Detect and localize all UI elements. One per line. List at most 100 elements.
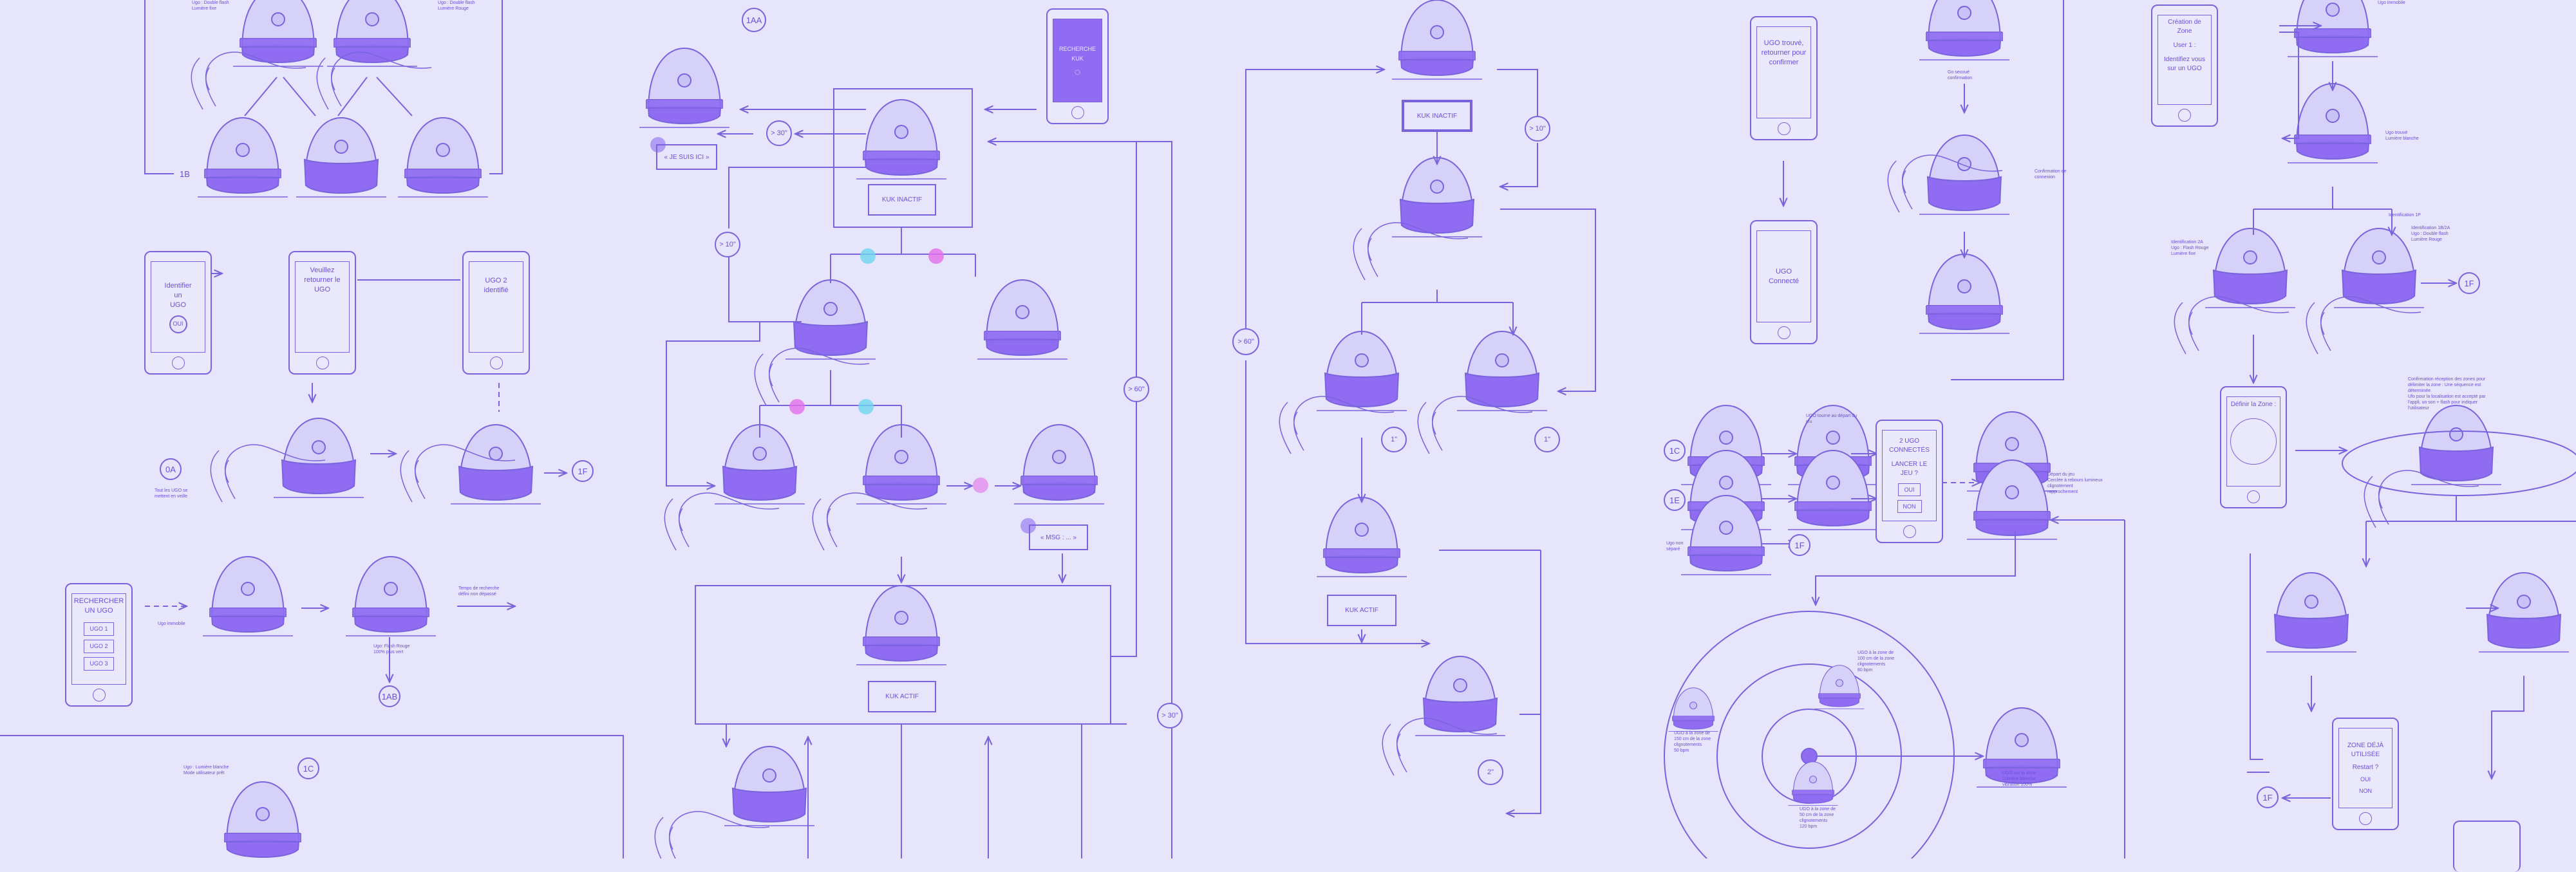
no-button[interactable]: NON	[2359, 787, 2372, 794]
phone-text: RECHERCHE	[1058, 45, 1096, 52]
home-button[interactable]	[171, 357, 185, 369]
node-1F-c[interactable]: 1F	[2458, 272, 2480, 294]
no-button[interactable]: NON	[1897, 499, 1922, 513]
node-0A[interactable]: 0A	[160, 458, 182, 480]
je-suis-ici-box: « JE SUIS ICI »	[656, 144, 717, 170]
phone-text: confirmer	[1769, 59, 1799, 66]
yes-button[interactable]: OUI	[1898, 483, 1921, 496]
node-1F[interactable]: 1F	[572, 460, 594, 482]
home-button[interactable]	[489, 357, 503, 369]
home-button[interactable]	[2247, 490, 2260, 503]
phone-text: Définir la Zone :	[2230, 401, 2277, 408]
oui-button[interactable]: OUI	[169, 315, 187, 333]
note: Ugo immobile	[158, 622, 185, 626]
node-1AA[interactable]: 1AA	[742, 8, 766, 32]
phone-text: UN UGO	[84, 607, 113, 615]
timer-60b: > 60"	[1232, 328, 1259, 355]
timer-1s-b: 1"	[1534, 427, 1560, 452]
timer-1s: 1"	[1381, 427, 1407, 452]
ugo-item[interactable]: UGO 2	[84, 640, 114, 653]
timer-2s: 2"	[1478, 759, 1503, 785]
phone-text: CONNECTÉS	[1889, 446, 1930, 454]
ugo-top-left	[191, 0, 489, 198]
phone-text: UGO trouvé,	[1763, 39, 1804, 47]
ugo-item[interactable]: UGO 1	[84, 622, 114, 636]
phone-text: User 1 :	[2173, 42, 2196, 49]
home-button[interactable]	[1071, 106, 1084, 119]
phone-partial[interactable]	[2453, 821, 2521, 872]
ugo-item[interactable]: UGO 3	[84, 657, 114, 671]
phone-text: sur un UGO	[2167, 65, 2202, 72]
node-1E[interactable]: 1E	[1664, 489, 1686, 511]
note: Identification 1P	[2389, 213, 2421, 218]
phone-found[interactable]: UGO trouvé, retourner pour confirmer	[1750, 16, 1818, 140]
phone-text: UTILISÉE	[2351, 750, 2380, 758]
phone-text: RECHERCHER	[73, 597, 124, 605]
phone-text: Restart ?	[2352, 763, 2379, 771]
node-1F-d[interactable]: 1F	[2257, 786, 2279, 808]
kuk-active-box-2: KUK ACTIF	[1327, 595, 1396, 626]
home-button[interactable]	[1777, 326, 1791, 339]
home-button[interactable]	[2178, 109, 2191, 122]
kuk-active-box: KUK ACTIF	[868, 681, 936, 712]
home-button[interactable]	[1903, 525, 1916, 538]
ugo-mid-left	[202, 418, 541, 858]
spinner-icon: ◌	[1074, 66, 1081, 78]
node-1AB[interactable]: 1AB	[379, 685, 400, 707]
phone-text: UGO 2 identifié	[484, 277, 509, 294]
msg-box: « MSG : ... »	[1029, 524, 1088, 550]
phone-define[interactable]: Définir la Zone :	[2220, 386, 2287, 508]
connector	[489, 0, 503, 174]
node-1F-b[interactable]: 1F	[1789, 534, 1810, 556]
phone-search[interactable]: RECHERCHER UN UGO UGO 1 UGO 2 UGO 3	[65, 583, 133, 707]
timer-10b: > 10"	[1525, 116, 1550, 142]
status-dots	[650, 137, 1036, 533]
yes-button[interactable]: OUI	[2360, 775, 2371, 783]
radar-circles	[1664, 611, 1983, 858]
phone-text: ZONE DÉJÀ	[2347, 741, 2384, 749]
phone-text: Identifiez vous	[2164, 56, 2205, 63]
phone-text: 2 UGO	[1899, 437, 1920, 445]
kuk-inactive-box-2: KUK INACTIF	[1403, 101, 1471, 131]
zone-circle[interactable]	[2230, 418, 2277, 465]
phone-text: retourner le	[304, 276, 341, 284]
timer-30: > 30"	[766, 120, 792, 146]
timer-10: > 10"	[715, 232, 740, 257]
phone-text: retourner pour	[1761, 49, 1807, 57]
node-1C[interactable]: 1C	[297, 757, 319, 779]
home-button[interactable]	[315, 357, 329, 369]
phone-text: un	[174, 291, 182, 299]
phone-text: Identifier	[164, 281, 192, 290]
home-button[interactable]	[1777, 122, 1791, 135]
node-1B[interactable]: 1B	[174, 163, 196, 185]
home-button[interactable]	[92, 689, 106, 701]
phone-text: UGO Connecté	[1768, 267, 1800, 285]
phone-connected[interactable]: UGO Connecté	[1750, 220, 1818, 344]
kuk-inactive-box: KUK INACTIF	[868, 184, 936, 216]
node-1C-b[interactable]: 1C	[1664, 440, 1686, 461]
phone-identified[interactable]: UGO 2 identifié	[462, 251, 530, 375]
home-button[interactable]	[2359, 812, 2372, 825]
ugo-column-5	[2174, 0, 2570, 653]
